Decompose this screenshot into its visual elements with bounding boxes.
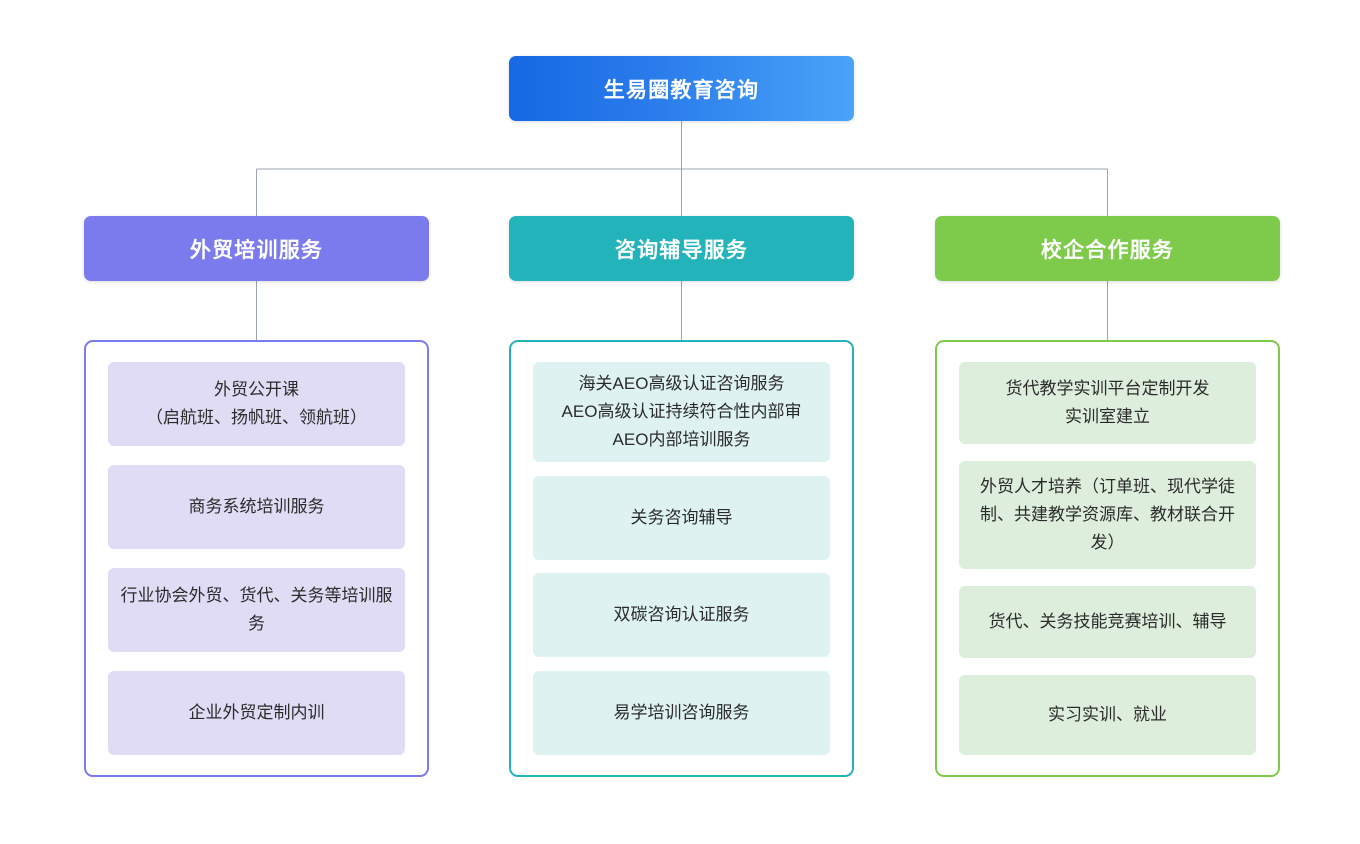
service-item[interactable]: 外贸公开课 （启航班、扬帆班、领航班）: [108, 362, 405, 446]
service-item[interactable]: 企业外贸定制内训: [108, 671, 405, 755]
branch-header-label: 外贸培训服务: [189, 238, 324, 262]
root-node-label: 生易圈教育咨询: [603, 78, 760, 102]
branch-header-label: 咨询辅导服务: [614, 238, 749, 262]
branch-header-consulting-tutoring[interactable]: 咨询辅导服务: [509, 216, 854, 281]
service-item[interactable]: 关务咨询辅导: [533, 475, 830, 560]
branch-header-label: 校企合作服务: [1040, 238, 1175, 262]
service-item[interactable]: 行业协会外贸、货代、关务等培训服务: [108, 568, 405, 652]
branch-header-school-enterprise[interactable]: 校企合作服务: [935, 216, 1280, 281]
service-item[interactable]: 实习实训、就业: [959, 675, 1256, 755]
service-item[interactable]: 货代教学实训平台定制开发 实训室建立: [959, 362, 1256, 444]
branch-items-panel-consulting-tutoring: 海关AEO高级认证咨询服务 AEO高级认证持续符合性内部审 AEO内部培训服务 …: [509, 340, 854, 777]
branch-column-school-enterprise: 校企合作服务 货代教学实训平台定制开发 实训室建立 外贸人才培养（订单班、现代学…: [935, 216, 1280, 777]
branch-items-panel-foreign-trade-training: 外贸公开课 （启航班、扬帆班、领航班） 商务系统培训服务 行业协会外贸、货代、关…: [84, 340, 429, 777]
branch-column-consulting-tutoring: 咨询辅导服务 海关AEO高级认证咨询服务 AEO高级认证持续符合性内部审 AEO…: [509, 216, 854, 777]
service-item[interactable]: 外贸人才培养（订单班、现代学徒制、共建教学资源库、教材联合开发）: [959, 461, 1256, 569]
service-item[interactable]: 货代、关务技能竞赛培训、辅导: [959, 586, 1256, 658]
branch-column-foreign-trade-training: 外贸培训服务 外贸公开课 （启航班、扬帆班、领航班） 商务系统培训服务 行业协会…: [84, 216, 429, 777]
branch-items-panel-school-enterprise: 货代教学实训平台定制开发 实训室建立 外贸人才培养（订单班、现代学徒制、共建教学…: [935, 340, 1280, 777]
service-item[interactable]: 双碳咨询认证服务: [533, 573, 830, 658]
root-node[interactable]: 生易圈教育咨询: [509, 56, 854, 121]
service-item[interactable]: 商务系统培训服务: [108, 465, 405, 549]
branch-header-foreign-trade-training[interactable]: 外贸培训服务: [84, 216, 429, 281]
service-item[interactable]: 易学培训咨询服务: [533, 670, 830, 755]
service-item[interactable]: 海关AEO高级认证咨询服务 AEO高级认证持续符合性内部审 AEO内部培训服务: [533, 362, 830, 462]
